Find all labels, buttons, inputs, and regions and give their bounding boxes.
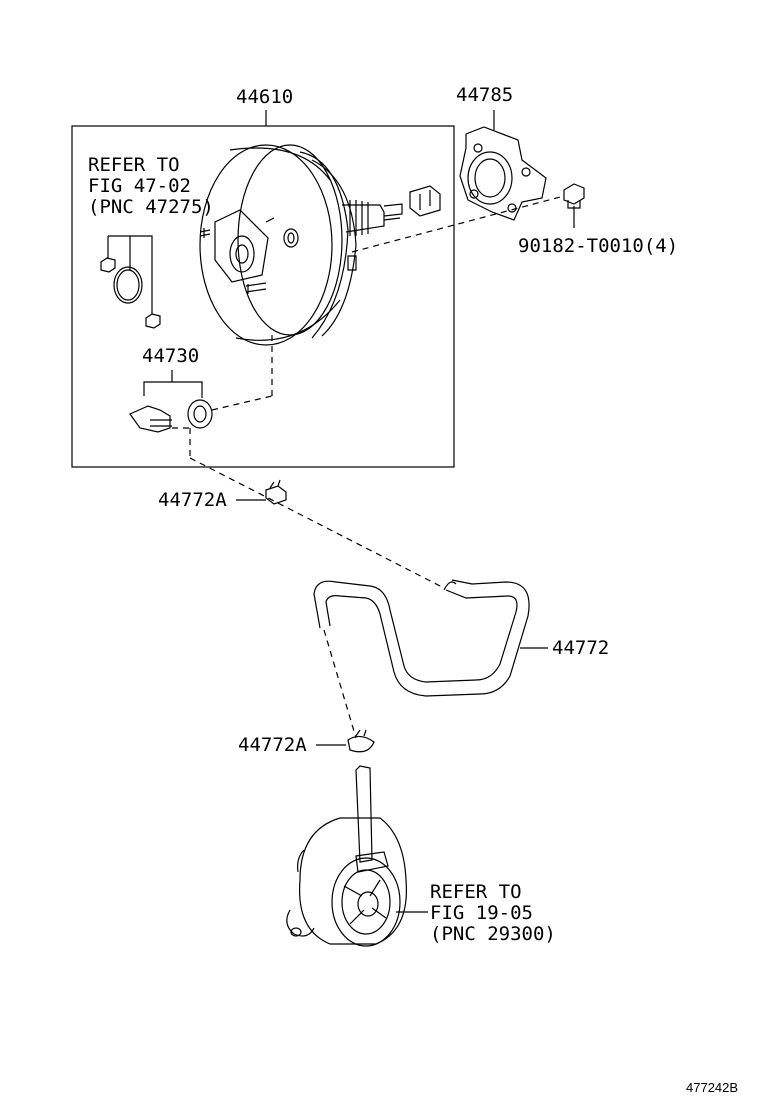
refer-parts-drawing [100,235,161,329]
hose-drawing [313,579,548,697]
refer-line-1: REFER TO [430,881,522,903]
bolt-drawing [563,183,585,228]
diagram-code: 477242B [686,1080,739,1095]
refer-vacuum-pump: REFER TO FIG 19-05 (PNC 29300) [430,882,556,945]
assembly-frame [71,125,455,468]
label-44772a-upper[interactable]: 44772A [158,489,227,511]
label-44772[interactable]: 44772 [552,637,610,659]
label-44610[interactable]: 44610 [236,86,294,108]
clip-upper-drawing [236,479,287,505]
connection-lines [172,195,565,739]
refer-master-cylinder: REFER TO FIG 47-02 (PNC 47275) [88,155,214,218]
vacuum-pump-drawing [286,765,428,947]
label-44772a-lower[interactable]: 44772A [238,734,307,756]
refer-line-2: FIG 47-02 [88,175,191,197]
label-44730[interactable]: 44730 [142,345,200,367]
gasket-drawing [459,110,547,221]
refer-line-2: FIG 19-05 [430,902,533,924]
clip-lower-drawing [316,729,375,753]
refer-line-3: (PNC 47275) [88,196,214,218]
brake-booster-drawing [199,144,441,346]
refer-line-1: REFER TO [88,154,180,176]
check-valve-drawing [129,370,213,433]
label-44785[interactable]: 44785 [456,84,514,106]
label-90182-bolt[interactable]: 90182-T0010(4) [518,235,679,257]
refer-line-3: (PNC 29300) [430,923,556,945]
